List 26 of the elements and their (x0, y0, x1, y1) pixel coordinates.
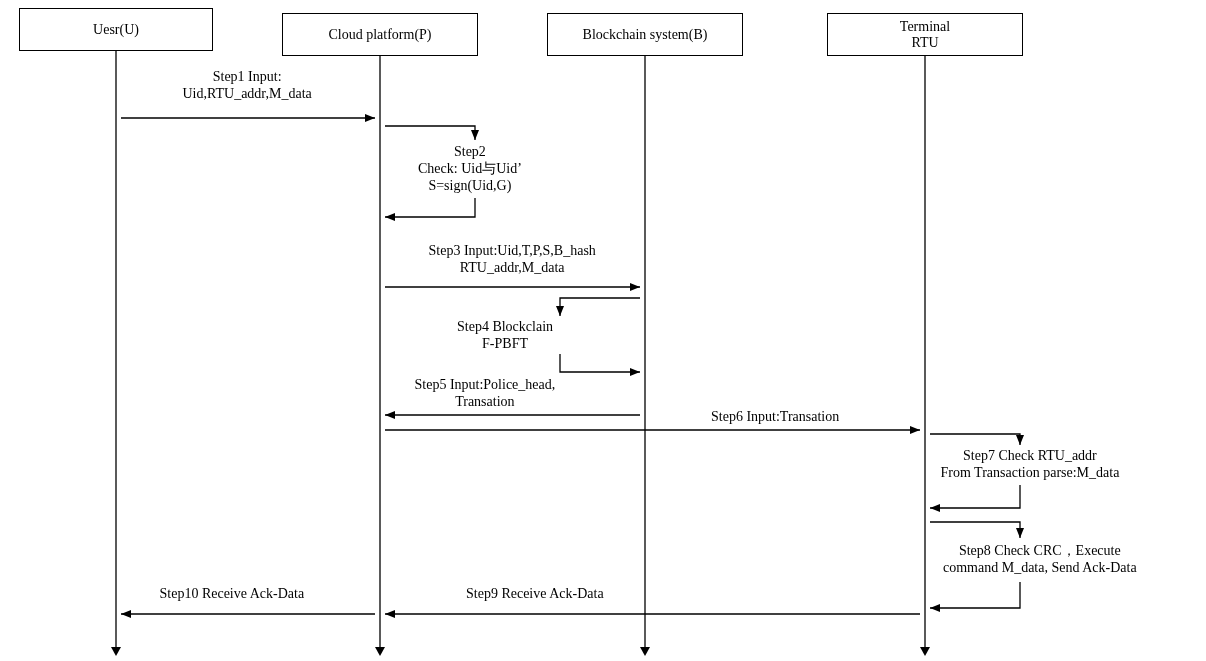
message-arrow (384, 610, 921, 618)
participant-box: Uesr(U) (19, 8, 213, 51)
lifeline (640, 56, 650, 656)
self-message-arrow (929, 433, 1024, 512)
self-message-arrow (556, 297, 641, 376)
edge-label: Step7 Check RTU_addr From Transaction parse:M_data (938, 447, 1122, 481)
lifeline (375, 56, 385, 656)
edge-label: Step9 Receive Ack-Data (464, 585, 606, 602)
self-message-arrow (384, 125, 479, 221)
edge-label: Step8 Check CRC，Execute command M_data, Send Ack-Data (941, 542, 1139, 576)
edge-label: Step6 Input:Transation (709, 408, 842, 425)
self-message-arrow (929, 521, 1024, 612)
participant-box: Terminal RTU (827, 13, 1023, 56)
message-arrow (384, 426, 921, 434)
message-arrow (120, 114, 376, 122)
edge-label: Step10 Receive Ack-Data (157, 585, 307, 602)
edge-label: Step1 Input: Uid,RTU_addr,M_data (180, 68, 314, 102)
participant-box: Cloud platform(P) (282, 13, 478, 56)
edge-label: Step2 Check: Uid与Uid’ S=sign(Uid,G) (416, 143, 524, 194)
message-arrow (384, 411, 641, 419)
lifeline (111, 51, 121, 656)
participant-box: Blockchain system(B) (547, 13, 743, 56)
edge-label: Step3 Input:Uid,T,P,S,B_hash RTU_addr,M_data (426, 242, 598, 276)
message-arrow (120, 610, 376, 618)
message-arrow (384, 283, 641, 291)
lifeline (920, 56, 930, 656)
